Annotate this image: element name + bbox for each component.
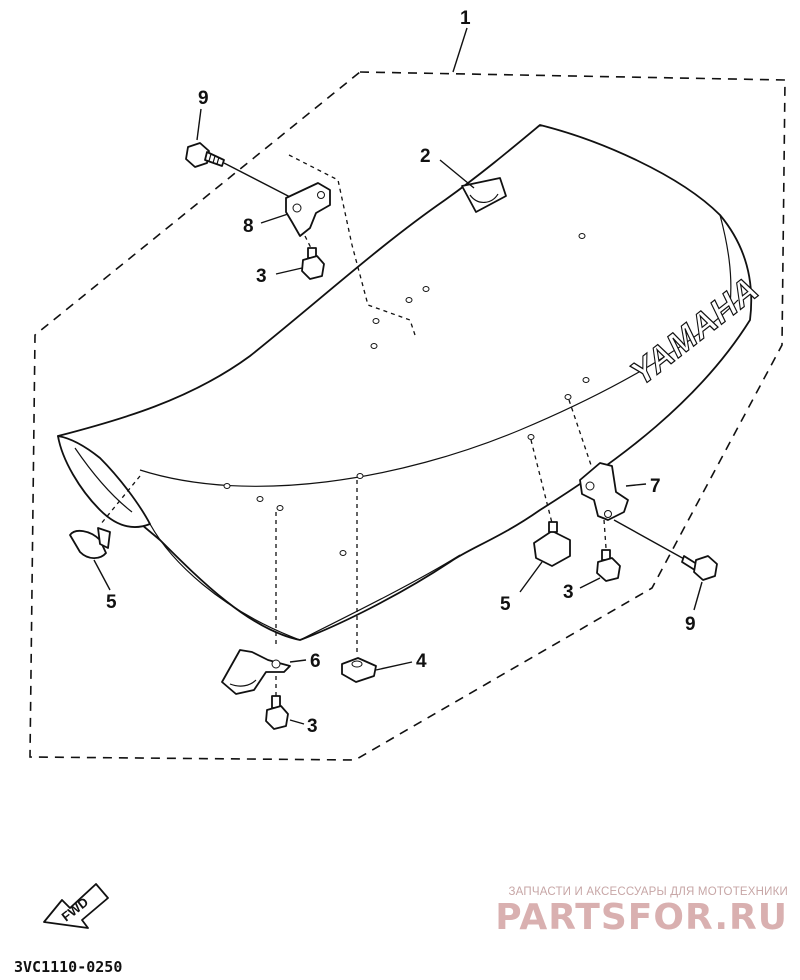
callout-3c: 3	[307, 716, 318, 737]
watermark-tagline: ЗАПЧАСТИ И АКСЕССУАРЫ ДЛЯ МОТОТЕХНИКИ	[508, 886, 788, 898]
watermark: ЗАПЧАСТИ И АКСЕССУАРЫ ДЛЯ МОТОТЕХНИКИ PA…	[488, 886, 788, 938]
part-8-bracket	[260, 182, 331, 237]
part-9-bolt-rear	[613, 519, 718, 611]
assembly-boundary	[29, 71, 786, 761]
watermark-brand: PARTSFOR.RU	[495, 897, 788, 938]
callout-3a: 3	[256, 266, 267, 287]
callout-8: 8	[243, 216, 254, 237]
callout-9a: 9	[198, 88, 209, 109]
part-3-nut-right	[579, 519, 621, 589]
part-3-nut-upper	[275, 235, 325, 280]
callout-1: 1	[460, 8, 471, 29]
part-4-clip-nut	[341, 657, 413, 683]
callout-5a: 5	[106, 592, 117, 613]
callout-4: 4	[416, 651, 427, 672]
seat-mounting-holes	[223, 233, 590, 556]
callout-7: 7	[650, 476, 661, 497]
mounting-reference-lines	[99, 154, 593, 656]
part-3-nut-lower	[265, 676, 305, 730]
callout-1-leader	[452, 27, 468, 73]
part-5-damper-left	[69, 527, 111, 591]
callout-2: 2	[420, 146, 431, 167]
part-9-bolt-front	[185, 108, 293, 199]
callout-9b: 9	[685, 614, 696, 635]
callout-5b: 5	[500, 594, 511, 615]
part-7-bracket	[579, 462, 647, 521]
callout-6: 6	[310, 651, 321, 672]
seat: YAMAHA	[57, 124, 764, 641]
part-2-strap	[439, 159, 507, 213]
diagram-code: 3VC1110-0250	[14, 958, 122, 976]
forward-direction-arrow: FWD	[43, 883, 109, 929]
part-5-damper-right	[519, 521, 571, 593]
callout-3b: 3	[563, 582, 574, 603]
part-6-bracket	[221, 649, 307, 695]
